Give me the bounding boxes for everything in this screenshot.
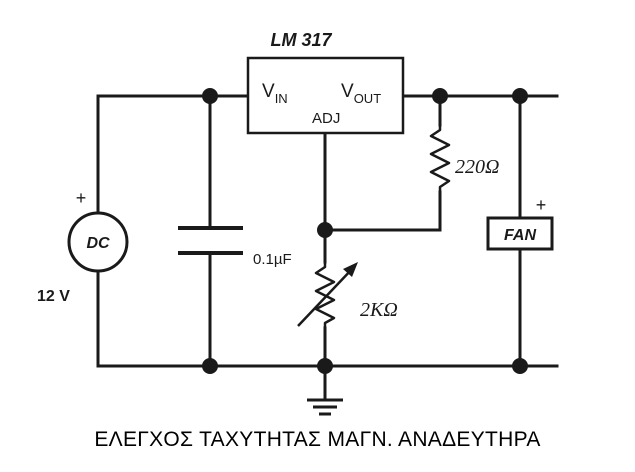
node-vin (202, 88, 218, 104)
diagram-caption: ΕΛΕΓΧΟΣ ΤΑΧΥΤΗΤΑΣ ΜΑΓΝ. ΑΝΑΔΕΥΤΗΡΑ (94, 428, 541, 451)
dc-source: DC + 12 V (37, 188, 129, 305)
node-fan-bottom (512, 358, 528, 374)
fan-box (486, 216, 554, 251)
potentiometer-arrow-head (343, 262, 358, 277)
fan-label: FAN (504, 227, 536, 244)
dc-source-label: DC (86, 235, 110, 252)
vin-pin-label: VIN (262, 81, 288, 106)
node-adj (317, 222, 333, 238)
adj-pin-label: ADJ (312, 110, 340, 127)
junction-nodes (202, 88, 528, 374)
capacitor: 0.1µF (178, 226, 292, 268)
resistor-220-zigzag (429, 125, 451, 192)
fan-plus-sign: + (536, 195, 547, 215)
capacitor-value: 0.1µF (253, 251, 292, 268)
vout-pin-label: VOUT (341, 81, 381, 106)
fan-load: FAN + (486, 195, 554, 251)
potentiometer-zigzag (314, 262, 336, 328)
regulator-box (246, 56, 405, 135)
dc-plus-sign: + (76, 188, 87, 208)
node-gnd (317, 358, 333, 374)
node-vout (432, 88, 448, 104)
regulator-part-label: LM 317 (270, 30, 332, 50)
potentiometer-value: 2KΩ (360, 299, 398, 321)
node-cap-bottom (202, 358, 218, 374)
ground-symbol (307, 398, 343, 416)
dc-voltage-label: 12 V (37, 288, 70, 305)
potentiometer-arrow-shaft (297, 267, 354, 327)
resistor-220: 220Ω (429, 125, 499, 192)
potentiometer: 2KΩ (297, 262, 398, 328)
dc-source-circle (67, 211, 129, 273)
node-fan-top (512, 88, 528, 104)
resistor-220-value: 220Ω (455, 156, 499, 178)
regulator: LM 317 VIN VOUT ADJ (246, 30, 405, 135)
